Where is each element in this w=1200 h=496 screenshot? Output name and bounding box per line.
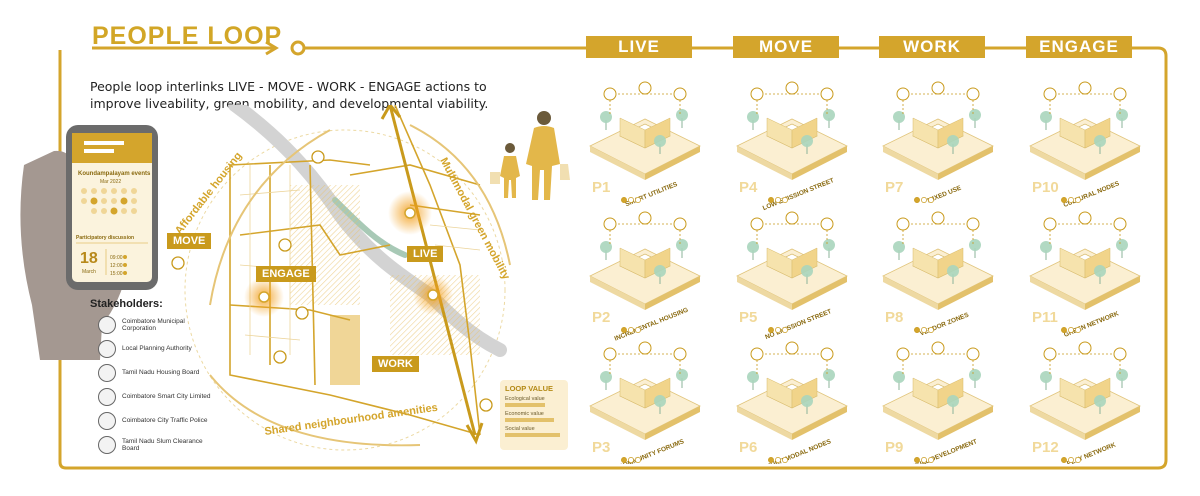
- loop-value-title: LOOP VALUE: [505, 384, 554, 393]
- panel-p9: P9 SKILL DEVELOPMENT: [882, 341, 994, 464]
- curve-label-shared: Shared neighbourhood amenities: [264, 402, 439, 438]
- panel-tag: P3: [592, 439, 610, 456]
- stakeholder-item: Coimbatore Municipal Corporation: [98, 314, 218, 336]
- arrow-affordable: [209, 129, 331, 306]
- panel-p5: P5 NO EMISSION STREET: [736, 211, 848, 341]
- panel-caption: GREEN NETWORK: [1063, 310, 1120, 339]
- panel-tag: P9: [885, 439, 903, 456]
- panel-caption: VENDOR ZONES: [919, 311, 970, 337]
- panel-tag: P4: [739, 179, 758, 196]
- loop-value-economic: Economic value: [505, 411, 544, 417]
- block-zone: [330, 315, 360, 385]
- column-header-engage: ENGAGE: [1026, 36, 1132, 58]
- hand-with-phone: Koundampalayam events Mar 2022 Participa…: [20, 125, 158, 360]
- panel-tag: P12: [1032, 439, 1059, 456]
- panel-caption: LOW EMISSION STREET: [762, 177, 835, 212]
- loop-value-box: LOOP VALUE Ecological value Economic val…: [500, 380, 568, 450]
- loop-value-social: Social value: [505, 426, 535, 432]
- panel-tag: P6: [739, 439, 757, 456]
- panel-p1: P1 SMART UTILITIES: [589, 81, 701, 209]
- seal-icon: [98, 388, 116, 406]
- arrow-multimodal: [409, 124, 511, 266]
- panel-caption: SMART UTILITIES: [624, 181, 679, 209]
- seal-icon: [98, 412, 116, 430]
- people-illustration: [490, 111, 570, 200]
- map-label-engage: ENGAGE: [256, 266, 316, 282]
- loop-value-bar-ecological: [505, 403, 545, 407]
- loop-start-node: [290, 40, 306, 56]
- panel-caption: CULTURAL NODES: [1062, 180, 1121, 209]
- hatched-zone: [290, 185, 360, 305]
- phone-screen: [72, 133, 152, 282]
- loop-circle: [184, 129, 506, 451]
- loop-value-bar-social: [505, 433, 560, 437]
- panel-caption: INCREMENTAL HOUSING: [614, 307, 690, 343]
- seal-icon: [98, 316, 116, 334]
- phone-day-label: March: [82, 269, 96, 275]
- phone-time-1: 09:00: [110, 255, 123, 261]
- phone-time-3: 15:00: [110, 271, 123, 277]
- loop-value-ecological: Ecological value: [505, 396, 545, 402]
- phone-time-2: 12:00: [110, 263, 123, 269]
- seal-icon: [98, 364, 116, 382]
- seal-icon: [98, 340, 116, 358]
- panel-tag: P1: [592, 179, 610, 196]
- stakeholders-title: Stakeholders:: [90, 298, 163, 310]
- panel-tag: P5: [739, 309, 757, 326]
- column-header-live: LIVE: [586, 36, 692, 58]
- stakeholder-item: Tamil Nadu Housing Board: [98, 362, 218, 384]
- arrow-shared: [209, 374, 421, 447]
- page-title: PEOPLE LOOP: [92, 22, 283, 50]
- panel-tag: P10: [1032, 179, 1059, 196]
- main-corridor: [388, 105, 477, 436]
- panel-caption: SKILL DEVELOPMENT: [911, 438, 978, 464]
- panel-p3: P3 COMMUNITY FORUMS: [589, 341, 701, 464]
- map-icon-nodes: [171, 150, 493, 412]
- map-label-move: MOVE: [167, 233, 212, 249]
- panel-tag: P2: [592, 309, 610, 326]
- curve-label-affordable: Affordable housing: [173, 150, 245, 237]
- panel-caption: COMMUNITY FORUMS: [618, 438, 686, 464]
- stakeholder-item: Tamil Nadu Slum Clearance Board: [98, 434, 218, 456]
- column-header-work: WORK: [879, 36, 985, 58]
- panel-p11: P11 GREEN NETWORK: [1029, 211, 1141, 339]
- panel-caption: MULTI MODAL NODES: [765, 438, 833, 464]
- panel-tag: P7: [885, 179, 903, 196]
- panel-tag: P8: [885, 309, 903, 326]
- map-label-live: LIVE: [407, 246, 444, 262]
- phone-day: 18: [80, 250, 98, 267]
- panel-p6: P6 MULTI MODAL NODES: [736, 341, 848, 464]
- stakeholder-item: Coimbatore City Traffic Police: [98, 410, 218, 432]
- stakeholder-item: Coimbatore Smart City Limited: [98, 386, 218, 408]
- loop-value-bar-economic: [505, 418, 554, 422]
- neighbourhood-map: Affordable housing Multimodal green mobi…: [171, 105, 512, 451]
- stakeholder-item: Local Planning Authority: [98, 338, 218, 360]
- panel-tag: P11: [1032, 309, 1058, 326]
- column-header-move: MOVE: [733, 36, 839, 58]
- title-arrow: [92, 40, 279, 56]
- map-label-work: WORK: [372, 356, 419, 372]
- phone-month: Mar 2022: [100, 179, 121, 185]
- panel-caption: NO EMISSION STREET: [764, 308, 832, 341]
- phone-section: Participatory discussion: [76, 235, 134, 241]
- phone-header: Koundampalayam events: [78, 171, 151, 177]
- panel-p8: P8 VENDOR ZONES: [882, 211, 994, 338]
- seal-icon: [98, 436, 116, 454]
